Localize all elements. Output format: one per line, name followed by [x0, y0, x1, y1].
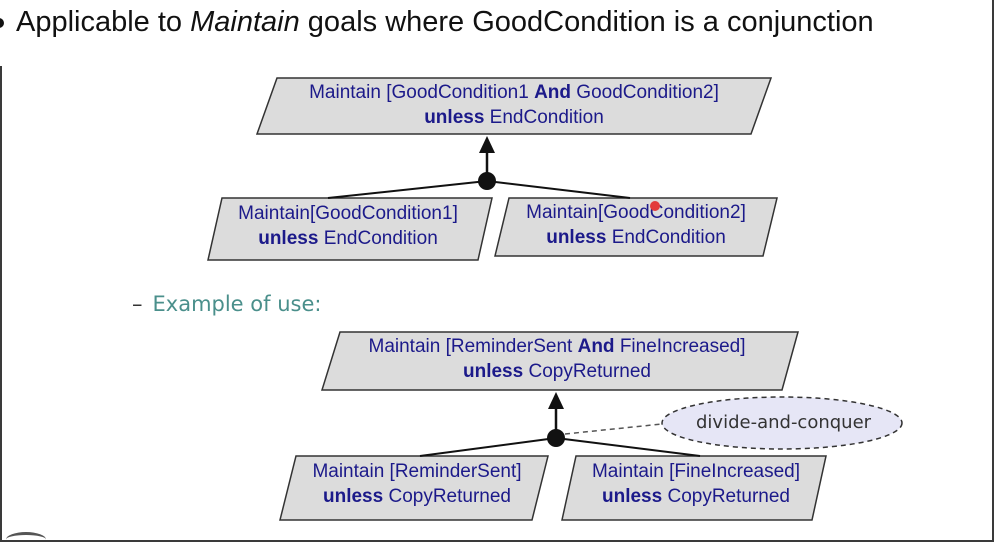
- annotation-ellipse: [661, 396, 903, 450]
- refinement-link-template-left: [327, 180, 488, 199]
- annotation-connector: [564, 423, 663, 435]
- goal-parallelogram-example-child-left: [279, 455, 549, 521]
- goal-label-template-child-right: Maintain[GoodCondition2] unless EndCondi…: [526, 202, 746, 248]
- goal-label-template-parent: Maintain [GoodCondition1 And GoodConditi…: [309, 82, 719, 128]
- arrowhead-icon: [548, 392, 564, 409]
- goal-parallelogram-example-parent: [320, 331, 799, 391]
- refinement-link-example-left: [419, 437, 557, 457]
- partial-glyph-icon: [6, 532, 46, 547]
- refinement-link-example-right: [555, 437, 701, 457]
- goal-label-example-child-left: Maintain [ReminderSent] unless CopyRetur…: [312, 461, 522, 507]
- goal-parallelogram-example-child-right: [561, 455, 827, 521]
- bullet-icon: [0, 18, 4, 28]
- slide-frame-bottom: [0, 540, 994, 542]
- refinement-link-template-right: [486, 180, 631, 199]
- goal-label-template-child-left: Maintain[GoodCondition1] unless EndCondi…: [238, 203, 458, 249]
- and-refinement-node-example: [547, 429, 565, 447]
- goal-parallelogram-template-parent: [255, 77, 773, 135]
- pointer-icon: [650, 201, 660, 211]
- annotation-label: divide-and-conquer: [696, 412, 872, 433]
- goal-parallelogram-template-child-right: [494, 197, 778, 257]
- example-subheading: –Example of use:: [132, 292, 322, 316]
- arrowhead-icon: [479, 136, 495, 153]
- and-refinement-node-template: [478, 172, 496, 190]
- slide-heading: Applicable to Maintain goals where GoodC…: [16, 6, 874, 38]
- slide-frame-right: [992, 0, 994, 542]
- goal-label-example-parent: Maintain [ReminderSent And FineIncreased…: [368, 336, 746, 382]
- goal-label-example-child-right: Maintain [FineIncreased] unless CopyRetu…: [591, 461, 801, 507]
- slide-frame-left: [0, 66, 2, 542]
- goal-parallelogram-template-child-left: [207, 197, 493, 261]
